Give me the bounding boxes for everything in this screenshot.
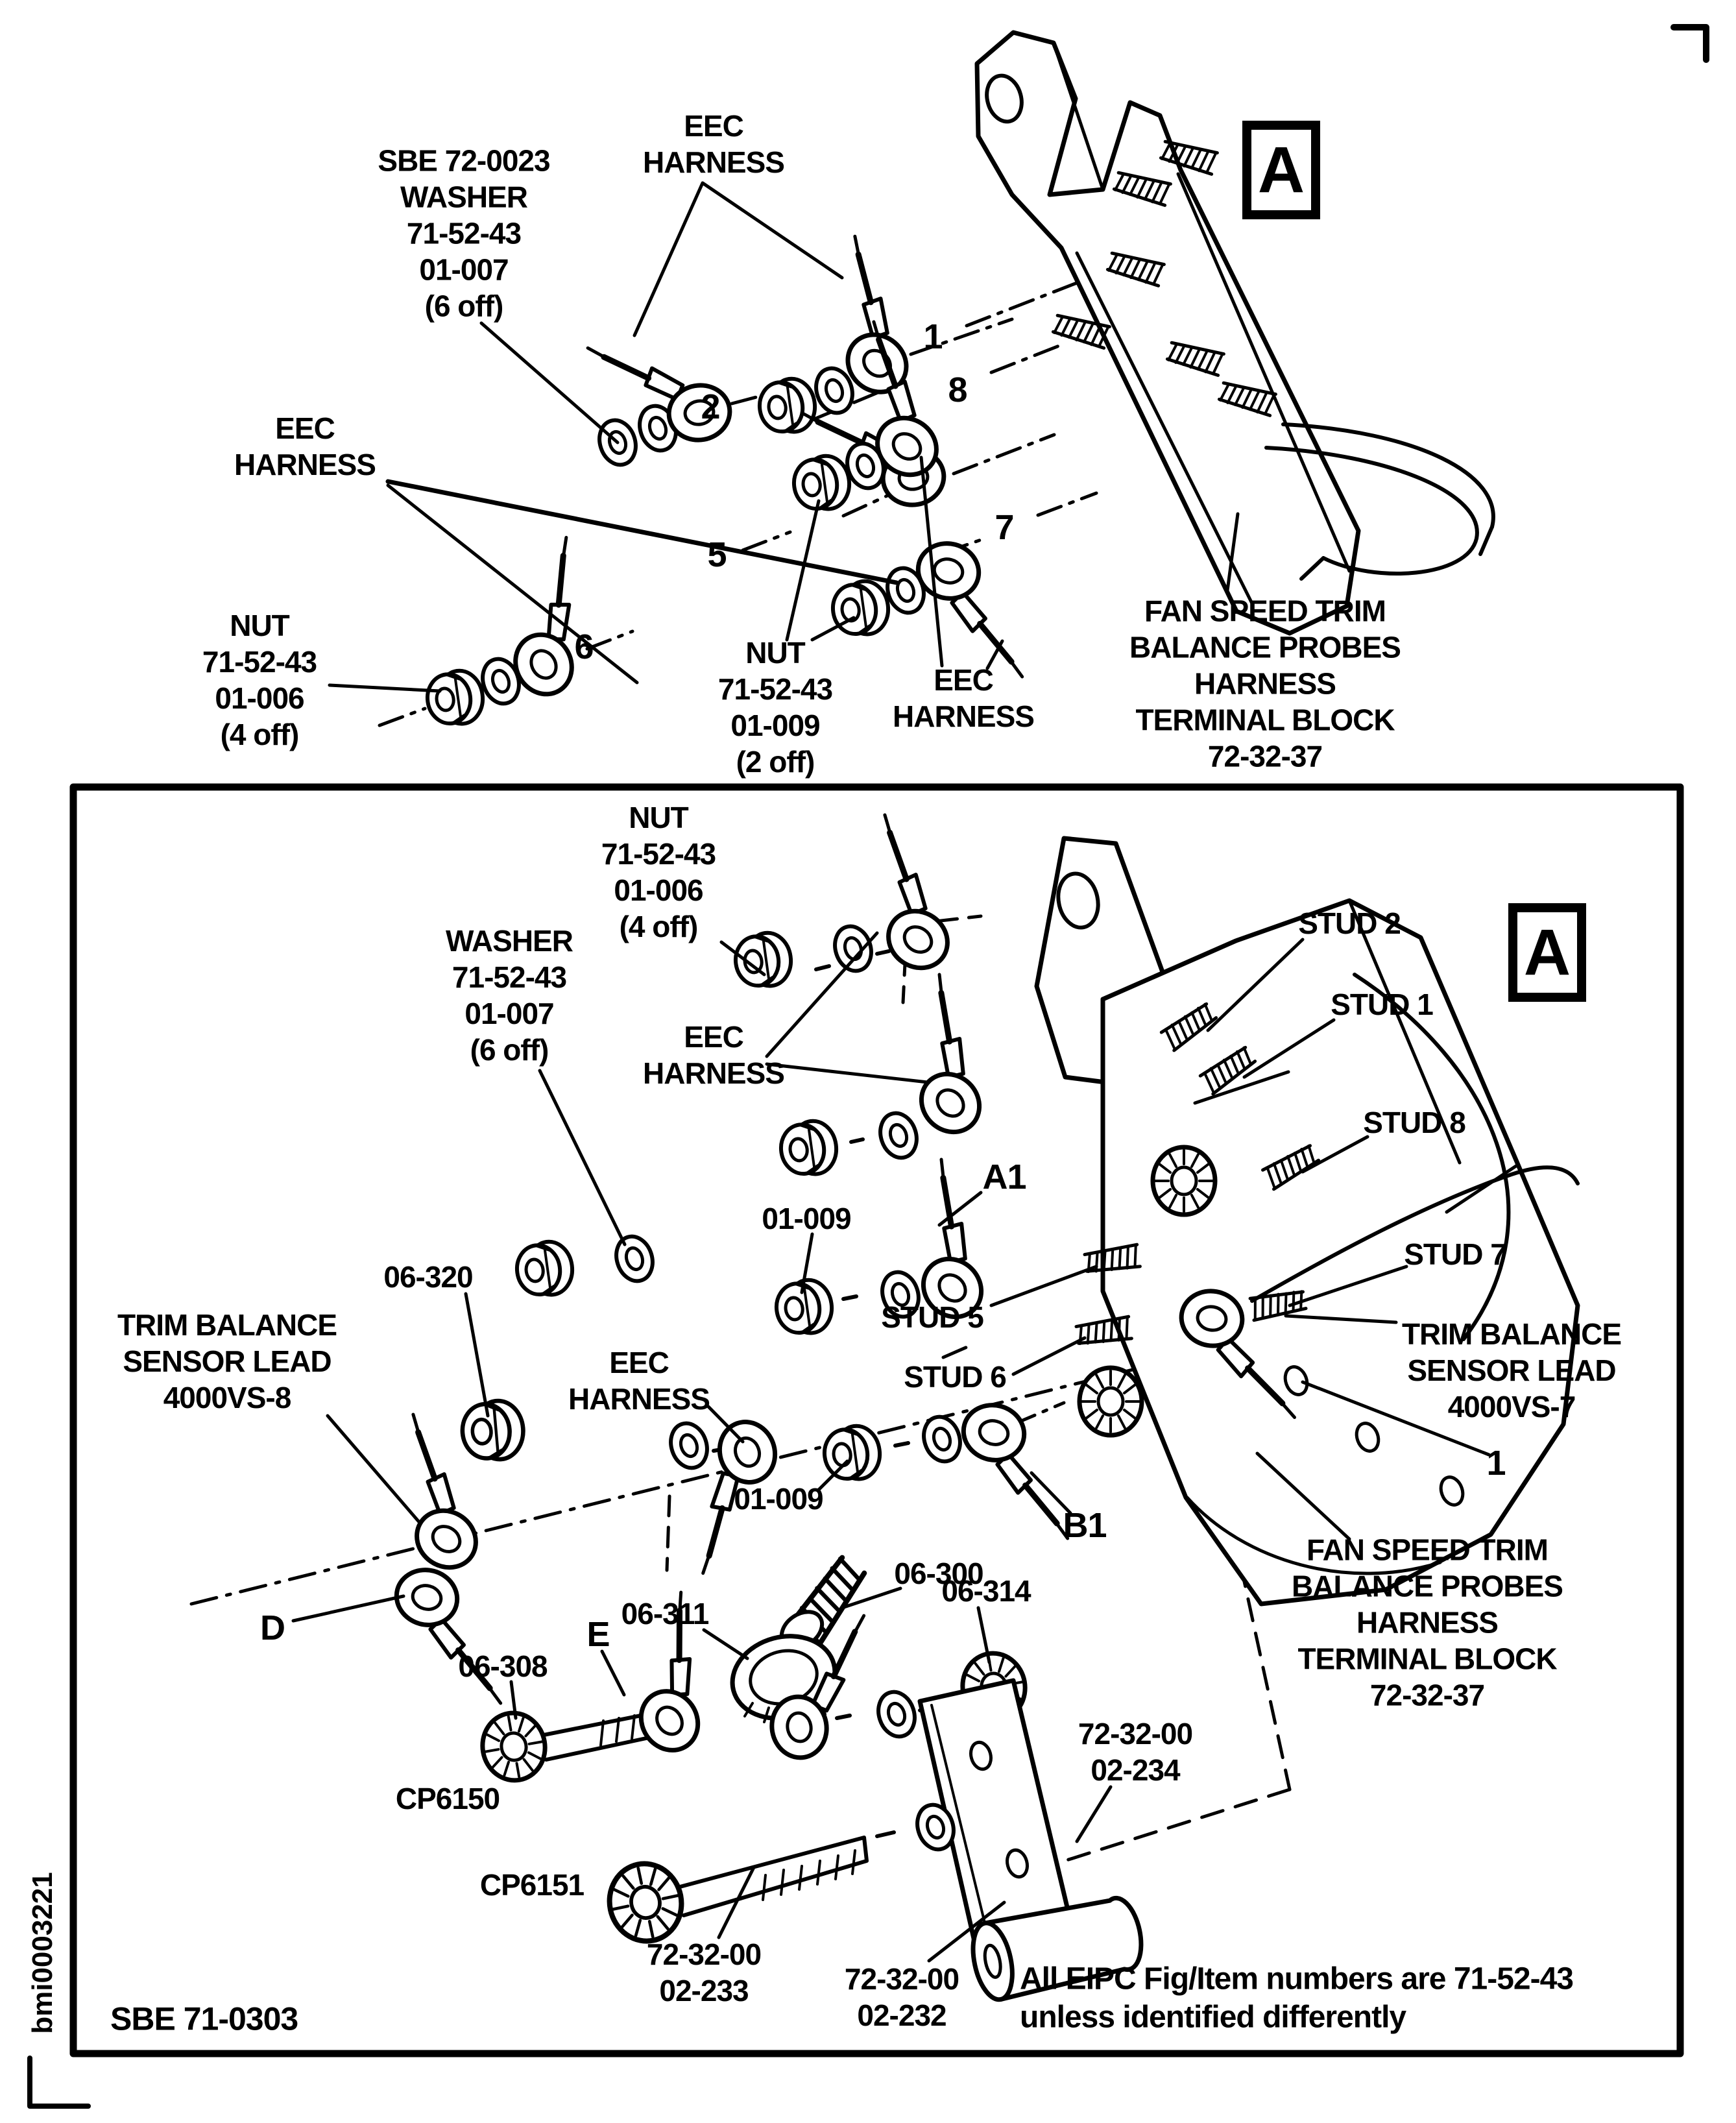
flange-nut	[756, 376, 819, 436]
top-leader-lines	[328, 181, 1240, 693]
label-72-32-00-02-234: 72-32-00 02-234	[1078, 1716, 1193, 1787]
image-reference-code: bmi0003221	[27, 1872, 58, 2034]
label-stud-1: STUD 1	[1331, 987, 1434, 1021]
corner-mark-bottom-left	[27, 2056, 91, 2109]
detail-marker-a-bottom: A	[1508, 903, 1586, 1002]
bolt-cp6151	[603, 1836, 869, 1948]
callout-6-top: 6	[574, 627, 594, 667]
label-cp6150: CP6150	[395, 1781, 500, 1815]
label-06-311: 06-311	[621, 1596, 710, 1631]
label-washer-01-007: WASHER 71-52-43 01-007 (6 off)	[446, 923, 573, 1067]
terminal-block-bottom	[1034, 836, 1580, 1607]
spacer-cylinder	[970, 1895, 1144, 2002]
label-stud-6: STUD 6	[904, 1359, 1007, 1394]
flange-nut	[514, 1239, 576, 1299]
callout-1-top: 1	[923, 317, 943, 357]
label-nut-01-006-top: NUT 71-52-43 01-006 (4 off)	[202, 608, 317, 752]
detail-marker-a-top: A	[1242, 121, 1320, 219]
label-b1: B1	[1063, 1506, 1107, 1546]
label-sensor-lead-4000vs8: TRIM BALANCE SENSOR LEAD 4000VS-8	[117, 1307, 337, 1415]
detail-view-border	[69, 783, 1684, 2057]
label-06-300: 06-300	[894, 1556, 983, 1590]
label-nut-01-006-bottom: NUT 71-52-43 01-006 (4 off)	[601, 800, 716, 944]
flange-nut	[460, 1399, 525, 1462]
label-eec-harness-left: EEC HARNESS	[234, 411, 376, 481]
callout-7-top: 7	[995, 508, 1014, 548]
harness-wires-top	[1264, 422, 1495, 581]
figure-code: SBE 71-0303	[110, 2000, 298, 2037]
callout-8-top: 8	[948, 370, 967, 410]
label-d: D	[260, 1608, 285, 1648]
label-eec-harness-upper-bottom: EEC HARNESS	[643, 1019, 785, 1090]
label-terminal-block-bottom: FAN SPEED TRIM BALANCE PROBES HARNESS TE…	[1292, 1533, 1563, 1713]
label-01-009-lower: 01-009	[734, 1481, 823, 1516]
flange-nut	[424, 668, 487, 728]
bolt-06-308	[477, 1708, 657, 1785]
label-eec-harness-lower-bottom: EEC HARNESS	[568, 1345, 710, 1416]
flange-nut	[791, 453, 853, 513]
label-sensor-lead-4000vs7: TRIM BALANCE SENSOR LEAD 4000VS-7	[1401, 1316, 1622, 1424]
label-72-32-00-02-233: 72-32-00 02-233	[646, 1937, 762, 2008]
flange-nut	[821, 1423, 884, 1483]
twelve-point-nut	[1153, 1147, 1215, 1215]
flange-nut	[830, 578, 892, 638]
note-eipc: All EIPC Fig/Item numbers are 71-52-43 u…	[1020, 1961, 1574, 2034]
label-06-308: 06-308	[458, 1649, 548, 1683]
washer	[875, 1108, 922, 1162]
harness-wires-bottom	[1250, 973, 1580, 1341]
label-e: E	[586, 1615, 610, 1655]
label-72-32-00-02-232: 72-32-00 02-232	[844, 1961, 959, 2032]
detail-letter: A	[1523, 916, 1571, 989]
label-stud-8: STUD 8	[1363, 1105, 1466, 1139]
label-stud-2: STUD 2	[1298, 906, 1401, 940]
washer	[666, 1418, 713, 1472]
callout-5-top: 5	[707, 535, 727, 575]
callout-2-top: 2	[701, 387, 720, 427]
bottom-leader-lines	[291, 931, 1491, 1963]
washer	[919, 1412, 966, 1466]
label-06-314: 06-314	[941, 1573, 1031, 1608]
washer	[873, 1687, 921, 1741]
flange-nut	[732, 930, 795, 990]
label-stud-5: STUD 5	[881, 1300, 984, 1334]
label-01-009-upper: 01-009	[762, 1201, 851, 1235]
label-06-320: 06-320	[383, 1259, 473, 1294]
label-terminal-block-top: FAN SPEED TRIM BALANCE PROBES HARNESS TE…	[1129, 594, 1401, 774]
detail-letter: A	[1257, 133, 1305, 206]
label-eec-harness-top: EEC HARNESS	[643, 108, 785, 179]
label-eec-harness-mid: EEC HARNESS	[893, 662, 1035, 733]
callout-1-bottom: 1	[1486, 1444, 1506, 1483]
label-cp6151: CP6151	[479, 1867, 585, 1902]
flange-nut	[778, 1118, 840, 1178]
terminal-block-top	[974, 30, 1361, 636]
corner-mark-top-right	[1670, 24, 1709, 63]
label-washer-sbe-72-0023: SBE 72-0023 WASHER 71-52-43 01-007 (6 of…	[378, 143, 550, 324]
twelve-point-nut	[1079, 1368, 1142, 1435]
top-dash-lines	[378, 281, 1098, 727]
washer	[830, 921, 877, 975]
washer	[611, 1231, 658, 1285]
label-nut-01-009-top: NUT 71-52-43 01-009 (2 off)	[717, 635, 833, 779]
label-stud-7: STUD 7	[1404, 1237, 1507, 1271]
label-a1: A1	[982, 1158, 1026, 1197]
